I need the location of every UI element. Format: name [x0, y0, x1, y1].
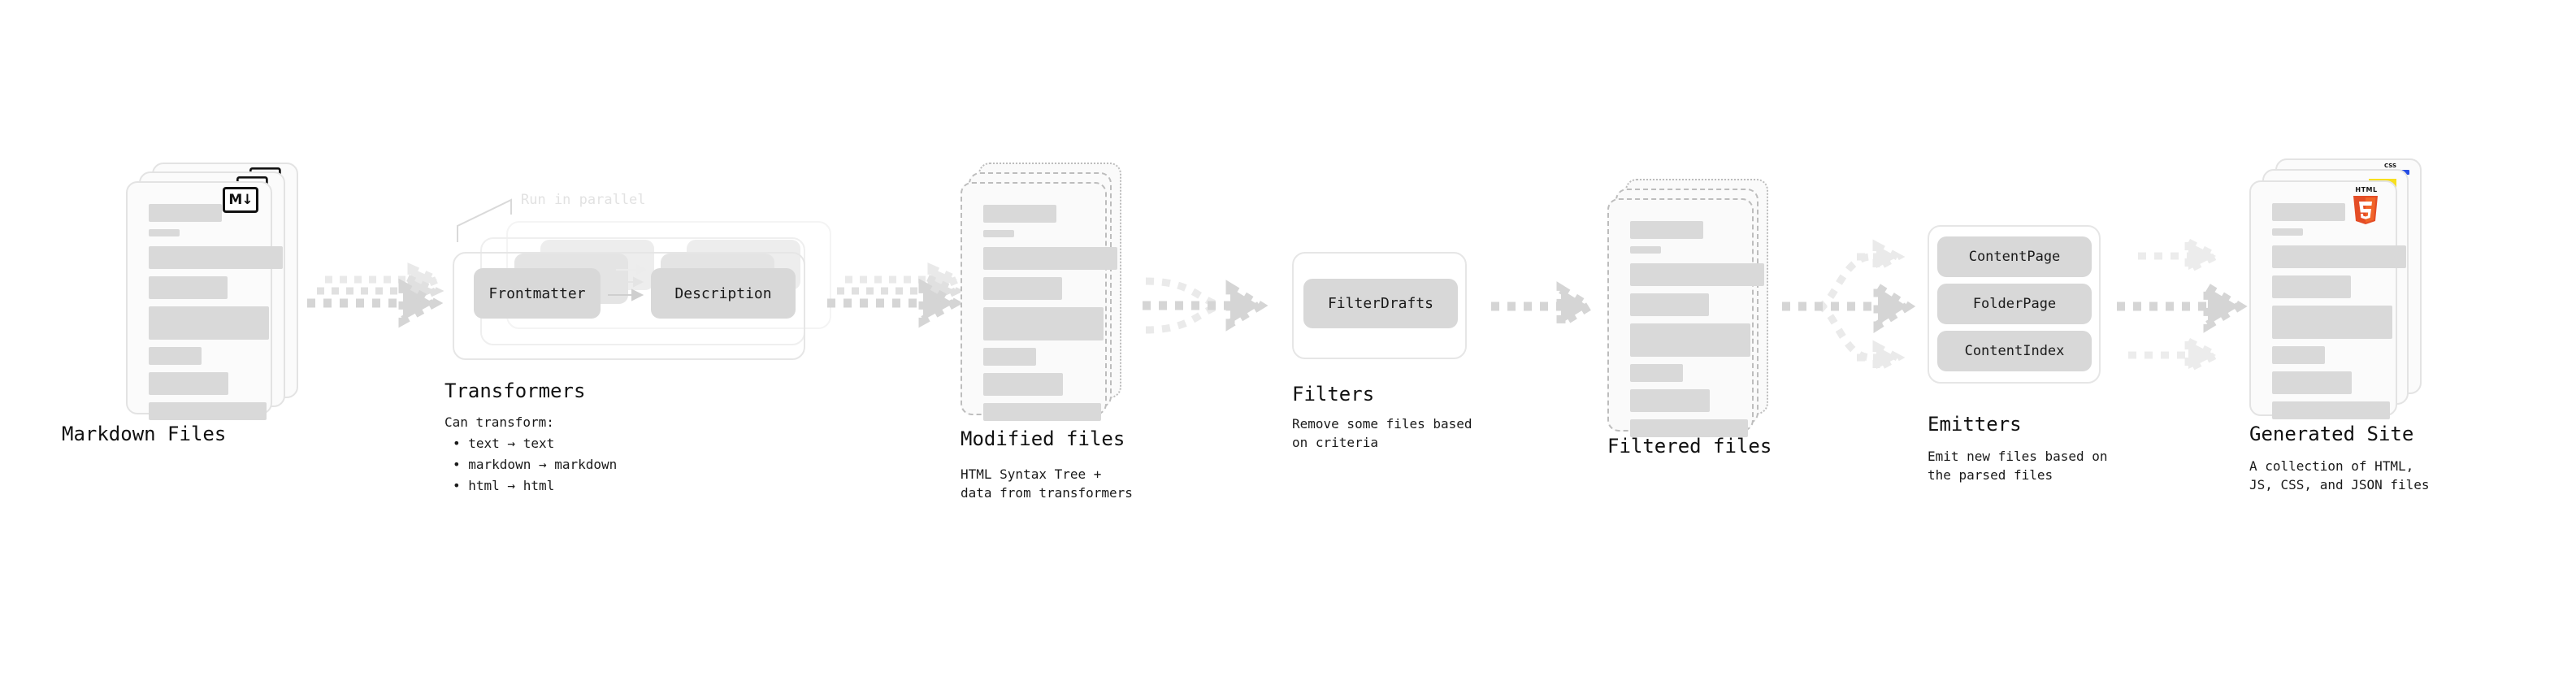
arrow-filters-to-filtered: [1491, 281, 1598, 332]
transformers-subtitle: Can transform:: [445, 414, 554, 430]
emitter-pill-contentindex: ContentIndex: [1937, 331, 2092, 371]
filtered-files-title: Filtered files: [1607, 435, 1772, 458]
emitter-pill-folderpage: FolderPage: [1937, 284, 2092, 324]
arrow-transformers-to-modified: [827, 262, 967, 328]
html5-badge: HTML: [2352, 186, 2381, 224]
run-in-parallel-bracket: [457, 198, 512, 242]
filtered-skeleton-bars: [1630, 221, 1764, 445]
arrow-markdown-to-transformers: [307, 262, 447, 328]
generated-site-stack: CSS HTML: [2249, 158, 2436, 427]
modified-files-title: Modified files: [961, 427, 1125, 450]
transformer-pill-frontmatter: Frontmatter: [474, 268, 601, 319]
css-badge-label: CSS: [2384, 163, 2397, 169]
emitter-pill-contentpage: ContentPage: [1937, 236, 2092, 277]
markdown-skeleton-bars: [149, 204, 283, 427]
markdown-files-stack: M↓ M↓ M↓: [126, 163, 305, 420]
filters-box: [1292, 252, 1467, 359]
transformer-pill-description: Description: [651, 268, 796, 319]
modified-file-front: [961, 182, 1117, 421]
emitters-subtitle: Emit new files based on the parsed files: [1928, 449, 2108, 484]
emitters-box: [1928, 225, 2101, 384]
arrow-filtered-to-emitters: [1782, 239, 1916, 375]
modified-skeleton-bars: [983, 205, 1117, 428]
arrow-emitters-to-site: [2117, 236, 2248, 375]
run-in-parallel-label: Run in parallel: [521, 192, 646, 208]
transformers-group: Run in parallel x x x x Frontmatter Desc…: [443, 192, 833, 366]
transformers-bullet-1: • markdown → markdown: [453, 457, 618, 472]
markdown-badge-icon: M↓: [223, 187, 258, 213]
page-title-markdown: Markdown Files: [62, 423, 227, 445]
html5-badge-label: HTML: [2355, 186, 2378, 193]
emitters-title: Emitters: [1928, 413, 2022, 436]
markdown-file-front: [126, 181, 283, 420]
generated-site-subtitle: A collection of HTML, JS, CSS, and JSON …: [2249, 458, 2430, 493]
transformers-title: Transformers: [445, 380, 586, 402]
transformers-bullet-0: • text → text: [453, 436, 555, 451]
filtered-files-stack: [1607, 179, 1786, 439]
generated-skeleton-bars: [2272, 203, 2406, 427]
generated-site-title: Generated Site: [2249, 423, 2414, 445]
transformer-internal-arrows: [608, 264, 648, 301]
arrow-modified-to-filters: [1143, 277, 1268, 334]
transformers-bullet-2: • html → html: [453, 478, 555, 493]
filter-pill-filterdrafts: FilterDrafts: [1303, 279, 1458, 328]
modified-files-stack: [961, 163, 1139, 423]
filters-subtitle: Remove some files based on criteria: [1292, 416, 1472, 451]
filtered-file-front: [1607, 198, 1764, 437]
filters-title: Filters: [1292, 383, 1375, 406]
transformer-box-front: [453, 252, 805, 360]
generated-file-html: [2249, 180, 2406, 419]
modified-files-subtitle: HTML Syntax Tree + data from transformer…: [961, 466, 1133, 501]
